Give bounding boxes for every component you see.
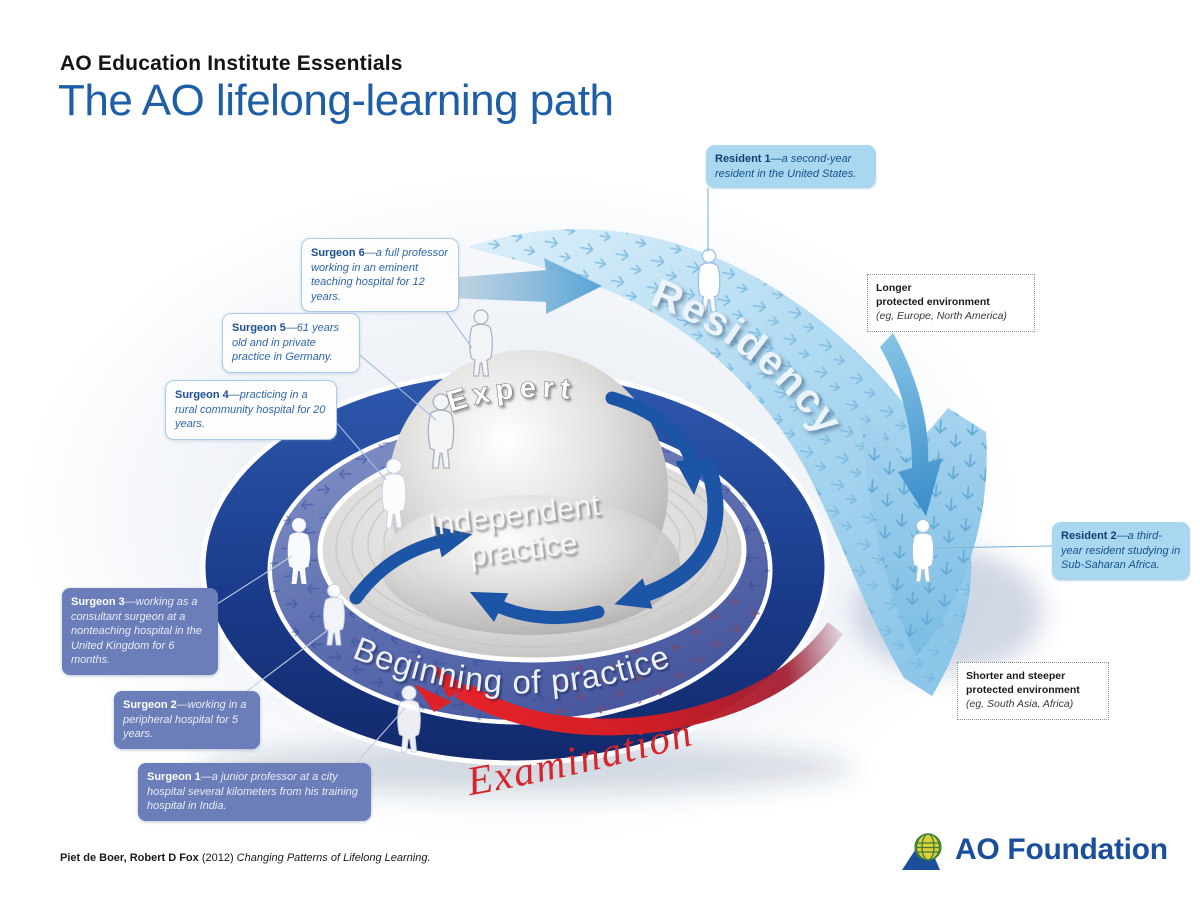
swirl-arrows bbox=[349, 391, 724, 625]
callout-surgeon-6: Surgeon 6—a full professor working in an… bbox=[301, 238, 459, 313]
callout-resident-1: Resident 1—a second-year resident in the… bbox=[706, 145, 876, 189]
logo-text: AO Foundation bbox=[955, 833, 1168, 866]
connector-surgeon-2 bbox=[241, 629, 329, 696]
ao-logo-mark bbox=[902, 833, 942, 870]
callout-surgeon-3: Surgeon 3—working as a consultant surgeo… bbox=[62, 588, 218, 675]
page-title: The AO lifelong-learning path bbox=[58, 76, 614, 125]
callout-name: Surgeon 2 bbox=[123, 699, 177, 711]
callout-desc: —a third-year resident studying in Sub-S… bbox=[1061, 530, 1181, 572]
callout-desc: —a full professor working in an eminent … bbox=[311, 247, 448, 303]
callout-name: Surgeon 1 bbox=[147, 771, 201, 783]
note-sub: (eg, Europe, North America) bbox=[876, 309, 1007, 322]
citation-authors: Piet de Boer, Robert D Fox bbox=[60, 852, 199, 864]
note-line1: Longer bbox=[876, 282, 912, 294]
callout-surgeon-4: Surgeon 4—practicing in a rural communit… bbox=[165, 380, 337, 440]
callout-surgeon-5: Surgeon 5—61 years old and in private pr… bbox=[222, 313, 360, 373]
callout-desc: —working in a peripheral hospital for 5 … bbox=[123, 699, 247, 741]
callout-desc: —a second-year resident in the United St… bbox=[715, 153, 857, 180]
examination-arrow bbox=[414, 622, 843, 736]
note-sub: (eg, South Asia, Africa) bbox=[966, 697, 1074, 710]
callout-name: Surgeon 6 bbox=[311, 247, 365, 259]
connector-surgeon-1 bbox=[351, 707, 406, 769]
note-line2: protected environment bbox=[876, 295, 990, 308]
callout-desc: —61 years old and in private practice in… bbox=[232, 322, 339, 364]
callout-resident-2: Resident 2—a third-year resident studyin… bbox=[1052, 522, 1190, 580]
callout-name: Surgeon 4 bbox=[175, 389, 229, 401]
callout-surgeon-1: Surgeon 1—a junior professor at a city h… bbox=[138, 763, 371, 821]
citation-year: (2012) bbox=[201, 852, 234, 864]
connector-resident-2 bbox=[934, 545, 1053, 549]
callout-name: Surgeon 5 bbox=[232, 322, 286, 334]
note-shorter-environment: Shorter and steeper protected environmen… bbox=[957, 662, 1109, 720]
citation: Piet de Boer, Robert D Fox (2012) Changi… bbox=[60, 852, 431, 864]
callout-name: Resident 2 bbox=[1061, 530, 1117, 542]
callout-name: Surgeon 3 bbox=[71, 596, 125, 608]
note-longer-environment: Longer protected environment (eg, Europe… bbox=[867, 274, 1035, 332]
callout-desc: —practicing in a rural community hospita… bbox=[175, 389, 326, 431]
callout-desc: —a junior professor at a city hospital s… bbox=[147, 771, 358, 813]
citation-work: Changing Patterns of Lifelong Learning. bbox=[236, 852, 431, 864]
note-line2: protected environment bbox=[966, 683, 1080, 696]
entry-arrow bbox=[400, 258, 602, 314]
callout-surgeon-2: Surgeon 2—working in a peripheral hospit… bbox=[114, 691, 260, 749]
callout-name: Resident 1 bbox=[715, 153, 771, 165]
ao-foundation-logo: AO Foundation bbox=[900, 828, 1168, 872]
eyebrow-title: AO Education Institute Essentials bbox=[60, 52, 403, 75]
note-line1: Shorter and steeper bbox=[966, 670, 1066, 682]
callout-desc: —working as a consultant surgeon at a no… bbox=[71, 596, 202, 667]
logo-globe bbox=[914, 833, 942, 861]
descending-arrow bbox=[880, 333, 942, 516]
